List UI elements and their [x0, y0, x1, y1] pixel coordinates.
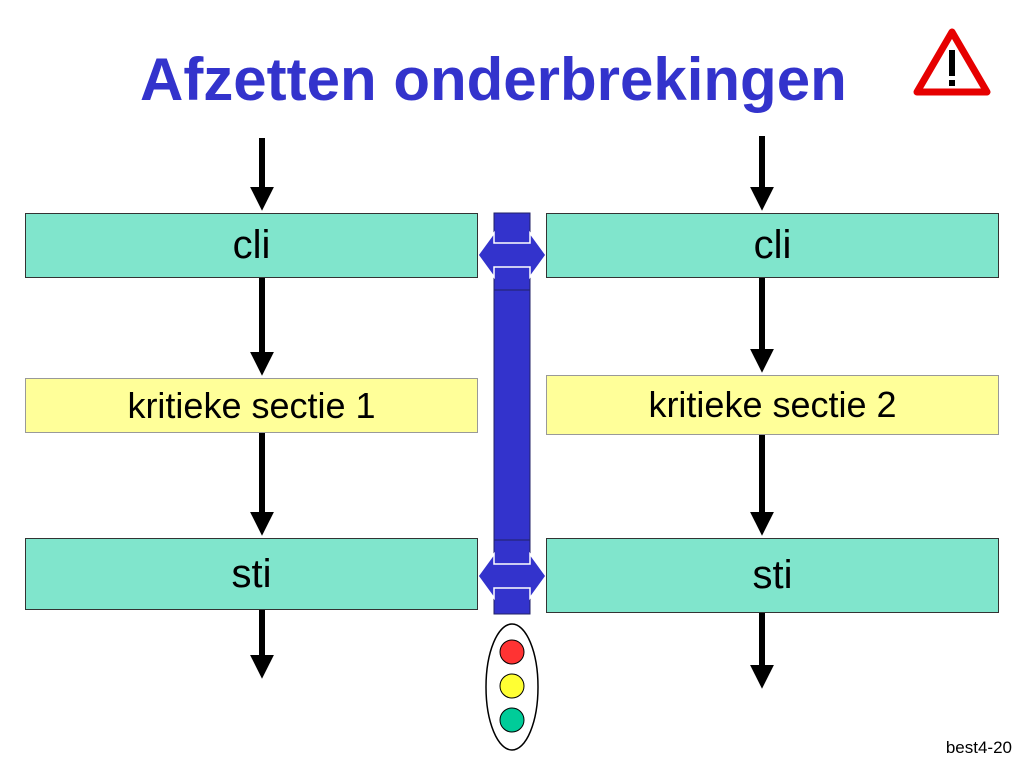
traffic-light-yellow	[499, 673, 525, 699]
interrupt-disable-bar	[493, 212, 531, 615]
left-sti-label: sti	[231, 551, 272, 596]
right-critical-section-label: kritieke sectie 2	[648, 384, 897, 425]
traffic-light-red	[499, 639, 525, 665]
left-sti-box: sti	[25, 538, 478, 610]
traffic-light-green	[499, 707, 525, 733]
left-critical-section-box: kritieke sectie 1	[25, 378, 478, 433]
right-sti-label: sti	[752, 553, 793, 597]
left-cli-label: cli	[232, 223, 271, 267]
right-critical-section-box: kritieke sectie 2	[546, 375, 999, 435]
right-sti-box: sti	[546, 538, 999, 613]
right-cli-label: cli	[753, 223, 792, 267]
left-critical-section-label: kritieke sectie 1	[127, 384, 376, 426]
traffic-light-icon	[485, 623, 539, 751]
right-cli-box: cli	[546, 213, 999, 278]
warning-triangle-icon	[913, 28, 991, 96]
slide-title: Afzetten onderbrekingen	[140, 46, 847, 113]
slide-footer: best4-20	[945, 738, 1012, 757]
left-cli-box: cli	[25, 213, 478, 278]
